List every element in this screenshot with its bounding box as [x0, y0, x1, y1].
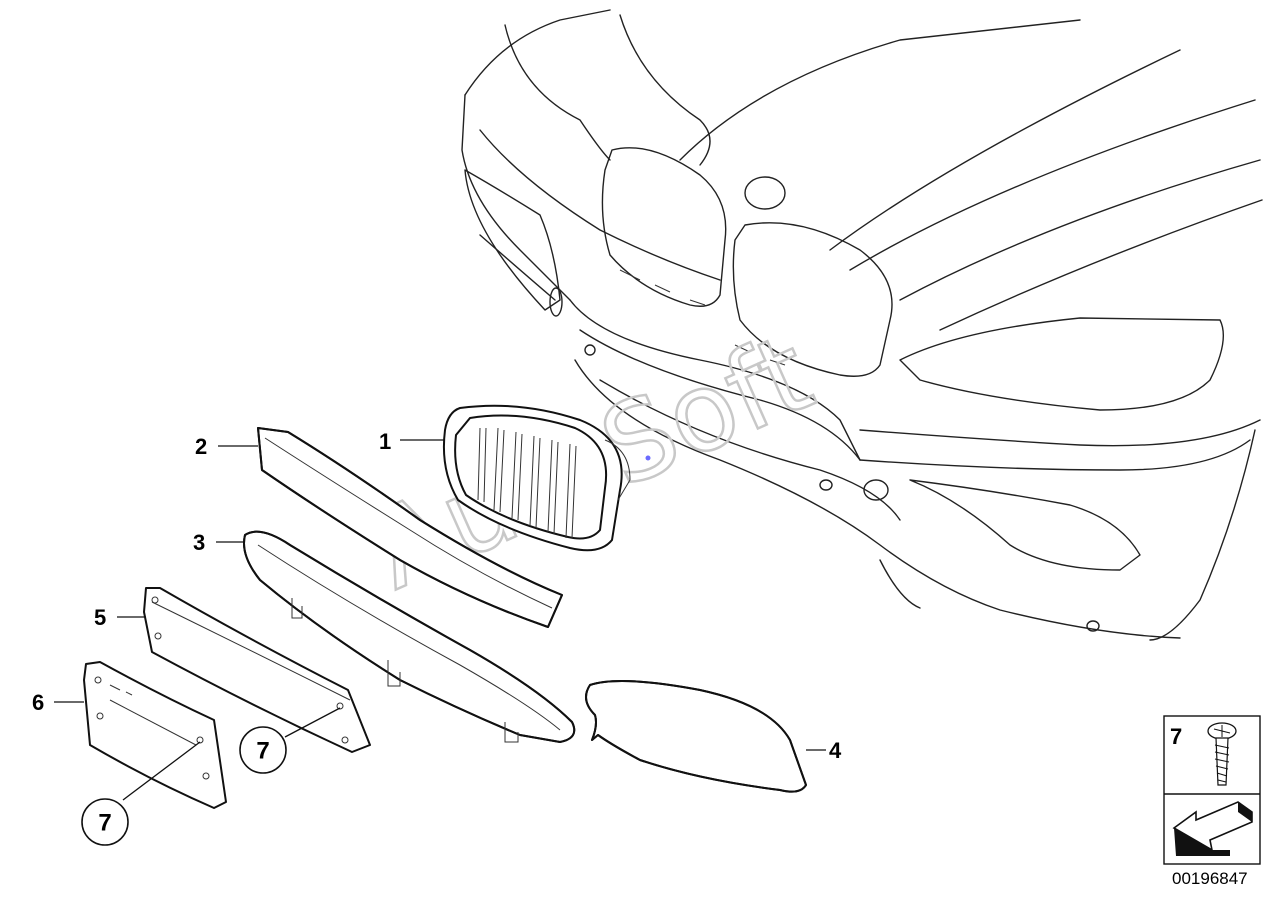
vehicle-outline — [461, 9, 1263, 641]
part-4-side-grille — [585, 680, 807, 793]
part-labels: 1 2 3 4 5 6 — [32, 429, 842, 763]
part-label-5: 5 — [94, 605, 106, 630]
part-2-upper-grille — [257, 427, 563, 628]
legend-item-number: 7 — [1170, 724, 1182, 749]
callout-7-b-label: 7 — [98, 810, 111, 837]
part-label-6: 6 — [32, 690, 44, 715]
part-label-2: 2 — [195, 434, 207, 459]
callout-7-a: 7 — [239, 726, 287, 774]
part-label-1: 1 — [379, 429, 391, 454]
legend-box: 7 — [1163, 715, 1261, 865]
part-3-lower-grille — [243, 530, 576, 743]
diagram-code: 00196847 — [1172, 869, 1248, 888]
part-5-plate-bracket — [143, 587, 371, 753]
part-1-kidney-grille — [442, 404, 651, 552]
cursor-dot — [645, 455, 651, 461]
leader-lines — [54, 439, 826, 801]
arrow-icon[interactable] — [1172, 801, 1253, 856]
part-label-3: 3 — [193, 530, 205, 555]
callout-7-a-label: 7 — [256, 738, 269, 765]
screw-icon — [1207, 722, 1237, 786]
part-6-plate-base — [83, 661, 227, 809]
part-label-4: 4 — [829, 738, 842, 763]
callout-7-b: 7 — [81, 798, 129, 846]
